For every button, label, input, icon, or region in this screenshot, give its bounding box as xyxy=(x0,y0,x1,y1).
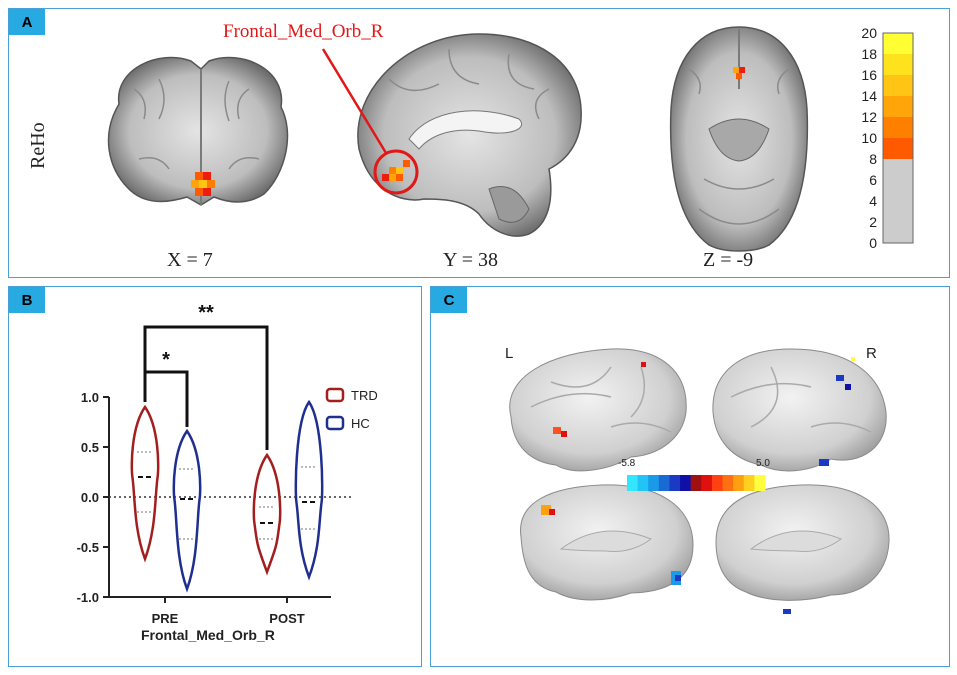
significance-label-single: * xyxy=(162,349,170,371)
roi-circle xyxy=(373,149,419,195)
reho-colorbar xyxy=(882,32,914,244)
callout-line xyxy=(321,48,388,154)
scale-band xyxy=(711,475,724,491)
significance-bracket-double xyxy=(143,325,269,450)
scale-band xyxy=(627,475,639,491)
scale-band xyxy=(701,475,713,491)
scale-band xyxy=(658,475,670,491)
legend-label-trd: TRD xyxy=(351,388,378,403)
colorbar-tick-label: 14 xyxy=(861,88,877,104)
sagittal-activation xyxy=(382,160,410,181)
y-tick-label: -1.0 xyxy=(77,590,99,605)
violin-hc-post xyxy=(294,399,324,581)
legend-swatch-trd xyxy=(325,387,345,403)
colorbar-tick-label: 6 xyxy=(869,172,877,188)
violin-trd-post xyxy=(252,452,282,576)
x-tick-label: POST xyxy=(269,611,304,626)
panel-c-tag: C xyxy=(431,287,467,313)
right-lateral-view xyxy=(712,348,887,472)
colorbar-band xyxy=(883,96,913,117)
scale-band xyxy=(669,475,681,491)
callout-label: Frontal_Med_Orb_R xyxy=(223,21,384,42)
axial-activation xyxy=(733,67,745,79)
coord-y: Y = 38 xyxy=(443,249,498,271)
axial-slice xyxy=(669,26,809,252)
right-medial-view xyxy=(715,484,890,614)
colorbar-tick-label: 0 xyxy=(869,235,877,251)
panel-a-tag: A xyxy=(9,9,45,35)
colorbar-tick-label: 16 xyxy=(861,67,877,83)
colorbar-band xyxy=(883,159,913,243)
left-hemisphere-label: L xyxy=(505,345,514,362)
legend-label-hc: HC xyxy=(351,416,370,431)
colorbar-tick-label: 2 xyxy=(869,214,877,230)
colorbar-tick-label: 12 xyxy=(861,109,877,125)
scale-band xyxy=(754,475,766,491)
significance-bracket-single xyxy=(145,370,189,427)
scale-band xyxy=(648,475,660,491)
coord-z: Z = -9 xyxy=(703,249,754,271)
coronal-activation xyxy=(191,172,215,196)
y-tick-label: 0.5 xyxy=(81,440,99,455)
surface-colorbar xyxy=(627,475,766,491)
colorbar-band xyxy=(883,54,913,75)
colorbar-tick-label: 4 xyxy=(869,193,877,209)
scale-band xyxy=(637,475,649,491)
coord-x: X = 7 xyxy=(167,249,213,271)
scale-max-label: 5.0 xyxy=(756,458,770,469)
x-axis-title: Frontal_Med_Orb_R xyxy=(141,627,275,643)
right-hemisphere-label: R xyxy=(866,345,877,362)
left-lateral-view xyxy=(509,348,687,472)
scale-min-label: -5.8 xyxy=(618,458,636,469)
scale-band xyxy=(743,475,755,491)
y-tick-label: 1.0 xyxy=(81,390,99,405)
y-tick-label: -0.5 xyxy=(77,540,99,555)
colorbar-band xyxy=(883,75,913,96)
panel-a: A ReHo xyxy=(8,8,950,278)
scale-band xyxy=(690,475,702,491)
left-medial-view xyxy=(520,484,694,601)
x-tick-label: PRE xyxy=(152,611,179,626)
legend-swatch-hc xyxy=(325,415,345,431)
colorbar-band xyxy=(883,138,913,159)
colorbar-tick-label: 8 xyxy=(869,151,877,167)
scale-band xyxy=(733,475,745,491)
violin-hc-pre xyxy=(172,428,202,593)
colorbar-tick-label: 20 xyxy=(861,25,877,41)
sagittal-slice xyxy=(321,33,582,237)
panel-c: C L R xyxy=(430,286,950,667)
significance-label-double: ** xyxy=(198,302,214,324)
colorbar-tick-label: 18 xyxy=(861,46,877,62)
scale-band xyxy=(722,475,734,491)
scale-band xyxy=(680,475,692,491)
colorbar-tick-label: 10 xyxy=(861,130,877,146)
surface-renderings xyxy=(509,348,890,614)
brain-slices xyxy=(107,26,914,252)
coronal-slice xyxy=(107,56,289,206)
colorbar-band xyxy=(883,33,913,54)
y-tick-label: 0.0 xyxy=(81,490,99,505)
colorbar-band xyxy=(883,117,913,138)
panel-b-tag: B xyxy=(9,287,45,313)
violin-trd-pre xyxy=(130,404,160,563)
